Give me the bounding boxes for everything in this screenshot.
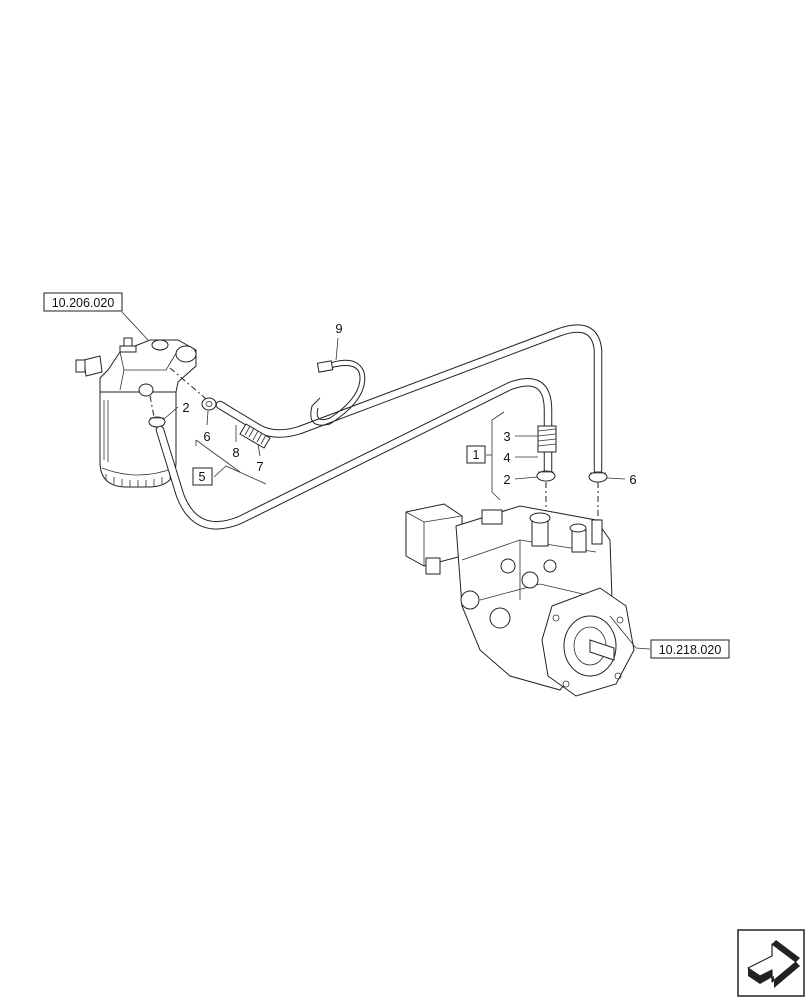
callout-8: 8 xyxy=(232,445,239,460)
centerline-left xyxy=(149,395,156,423)
item-box-1-label: 1 xyxy=(473,448,480,462)
hose-clip-6-right xyxy=(588,471,608,483)
fuel-injection-pump xyxy=(405,503,635,697)
callout-leaders xyxy=(121,311,651,650)
callout-7: 7 xyxy=(256,459,263,474)
reference-box-filter[interactable]: 10.206.020 xyxy=(43,292,123,312)
hose-clamp-band-9 xyxy=(310,359,366,426)
reference-box-pump[interactable]: 10.218.020 xyxy=(650,639,730,659)
callout-3: 3 xyxy=(503,429,510,444)
hose-clip-right xyxy=(536,470,556,482)
item-box-5-label: 5 xyxy=(199,470,206,484)
item-box-5: 5 xyxy=(192,467,213,486)
hose-clip-left xyxy=(148,416,166,428)
callout-9: 9 xyxy=(335,321,342,336)
reference-label-pump[interactable]: 10.218.020 xyxy=(659,643,722,657)
callout-2-right: 2 xyxy=(503,472,510,487)
callout-6-left: 6 xyxy=(203,429,210,444)
protective-sleeve-3 xyxy=(537,425,557,453)
centerline-top xyxy=(169,367,213,405)
reference-label-filter[interactable]: 10.206.020 xyxy=(52,296,115,310)
callout-2-left: 2 xyxy=(182,400,189,415)
next-page-arrow-icon[interactable] xyxy=(737,929,805,997)
hose-clip-6-left xyxy=(201,397,217,411)
fuel-hoses xyxy=(155,324,603,530)
protective-sleeve-7 xyxy=(239,423,271,449)
fuel-filter-assembly xyxy=(75,337,197,488)
callout-6-right: 6 xyxy=(629,472,636,487)
callout-4: 4 xyxy=(503,450,510,465)
item-box-1: 1 xyxy=(466,445,486,464)
